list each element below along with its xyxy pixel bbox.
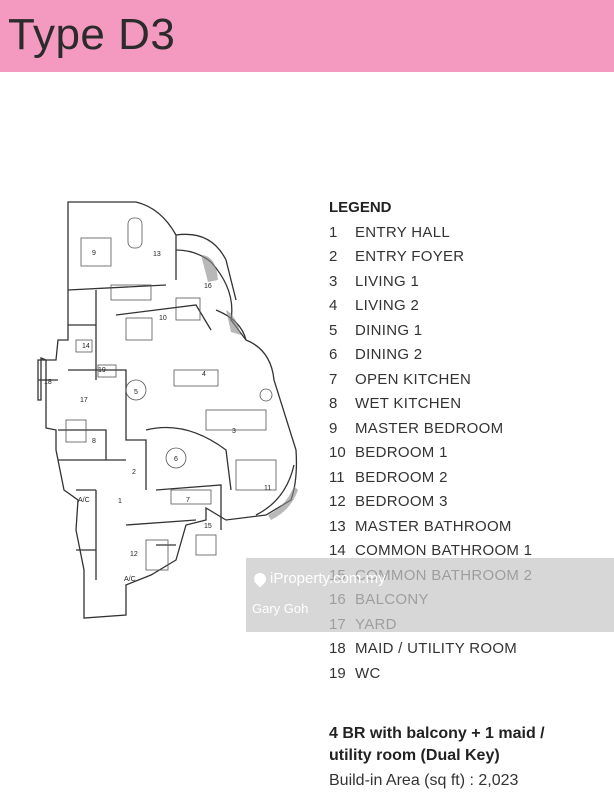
legend-item: 1 ENTRY HALL <box>329 220 599 245</box>
legend-item: 7 OPEN KITCHEN <box>329 367 599 392</box>
legend-item: 10 BEDROOM 1 <box>329 441 599 466</box>
legend-item-number: 7 <box>329 370 338 388</box>
legend-item-number: 19 <box>329 664 346 682</box>
legend-item-label: WC <box>355 664 381 682</box>
legend-item: 19 WC <box>329 661 599 686</box>
legend-item-number: 12 <box>329 493 346 511</box>
legend-item-label: DINING 1 <box>355 321 423 339</box>
legend-item: 9 MASTER BEDROOM <box>329 416 599 441</box>
room-label: A/C <box>124 576 136 583</box>
legend-item-number: 18 <box>329 640 346 658</box>
legend-item-number: 14 <box>329 542 346 560</box>
legend-item-number: 3 <box>329 272 338 290</box>
build-in-area: Build-in Area (sq ft) : 2,023 <box>329 772 519 789</box>
legend-item-label: WET KITCHEN <box>355 395 462 413</box>
room-label: 10 <box>159 315 167 322</box>
summary-line-2: utility room (Dual Key) <box>329 747 500 764</box>
legend-item: 13 MASTER BATHROOM <box>329 514 599 539</box>
legend-item: 12 BEDROOM 3 <box>329 490 599 515</box>
legend-item-label: OPEN KITCHEN <box>355 370 472 388</box>
legend-item-label: ENTRY FOYER <box>355 248 465 266</box>
legend-item-label: ENTRY HALL <box>355 223 450 241</box>
legend-item: 8 WET KITCHEN <box>329 392 599 417</box>
room-label: 4 <box>202 371 206 378</box>
room-label: 18 <box>44 379 52 386</box>
location-pin-icon <box>251 570 269 587</box>
room-label: 3 <box>232 428 236 435</box>
legend-item: 5 DINING 1 <box>329 318 599 343</box>
legend-item-label: BEDROOM 3 <box>355 493 448 511</box>
legend-item: 4 LIVING 2 <box>329 294 599 319</box>
legend-item-label: MAID / UTILITY ROOM <box>355 640 518 658</box>
room-label: 13 <box>153 251 161 258</box>
watermark: iProperty.com.my Gary Goh <box>246 558 614 632</box>
summary-line-1: 4 BR with balcony + 1 maid / <box>329 725 545 742</box>
legend-item: 3 LIVING 1 <box>329 269 599 294</box>
legend-item-label: DINING 2 <box>355 346 423 364</box>
legend-item-number: 1 <box>329 223 338 241</box>
legend-item-label: BEDROOM 2 <box>355 468 448 486</box>
room-label: 12 <box>130 551 138 558</box>
legend-item-number: 4 <box>329 297 338 315</box>
page-title: Type D3 <box>8 10 176 59</box>
room-label: 2 <box>132 469 136 476</box>
legend-item-label: BEDROOM 1 <box>355 444 448 462</box>
room-label: 9 <box>92 250 96 257</box>
unit-summary: 4 BR with balcony + 1 maid / utility roo… <box>329 723 599 767</box>
legend-item-label: MASTER BATHROOM <box>355 517 512 535</box>
legend-item-label: LIVING 1 <box>355 272 420 290</box>
legend-item: 6 DINING 2 <box>329 343 599 368</box>
legend-item: 11 BEDROOM 2 <box>329 465 599 490</box>
legend-item-number: 13 <box>329 517 346 535</box>
legend-item-number: 10 <box>329 444 346 462</box>
room-label: 1 <box>118 498 122 505</box>
room-label: 8 <box>92 438 96 445</box>
legend-item-label: MASTER BEDROOM <box>355 419 504 437</box>
room-label: 6 <box>174 456 178 463</box>
room-label: 16 <box>204 283 212 290</box>
room-label: 11 <box>264 485 271 492</box>
legend-item-number: 9 <box>329 419 338 437</box>
legend-item-number: 11 <box>329 468 345 486</box>
legend-item: 18 MAID / UTILITY ROOM <box>329 637 599 662</box>
legend-item-number: 2 <box>329 248 338 266</box>
watermark-agent: Gary Goh <box>252 601 309 616</box>
room-label: A/C <box>78 497 90 504</box>
room-label: 5 <box>134 389 138 396</box>
room-label: 14 <box>82 343 90 350</box>
room-label: 7 <box>186 497 190 504</box>
legend-item-number: 8 <box>329 395 338 413</box>
legend-item-label: COMMON BATHROOM 1 <box>355 542 533 560</box>
room-label: 15 <box>204 523 212 530</box>
floor-plan: 9 13 16 10 14 19 18 17 4 5 3 8 6 11 2 1 … <box>36 190 306 630</box>
room-label: 19 <box>98 367 106 374</box>
legend-item: 2 ENTRY FOYER <box>329 245 599 270</box>
legend-item-number: 6 <box>329 346 338 364</box>
floor-plan-drawing: 9 13 16 10 14 19 18 17 4 5 3 8 6 11 2 1 … <box>37 201 298 619</box>
watermark-logo: iProperty.com.my <box>251 570 386 587</box>
legend-item-number: 5 <box>329 321 338 339</box>
room-label: 17 <box>80 397 88 404</box>
legend-item-label: LIVING 2 <box>355 297 420 315</box>
legend-item: 14 COMMON BATHROOM 1 <box>329 539 599 564</box>
legend-title: LEGEND <box>329 199 392 216</box>
watermark-brand: iProperty.com.my <box>270 570 386 587</box>
title-banner: Type D3 <box>0 0 614 72</box>
